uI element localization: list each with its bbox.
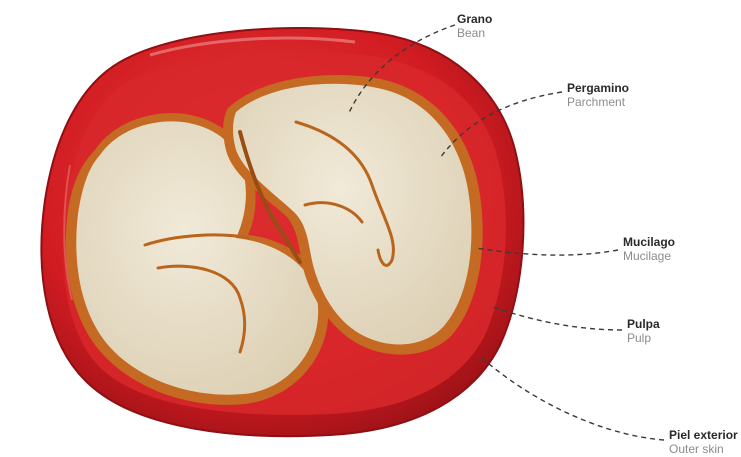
- label-pulpa: Pulpa Pulp: [627, 318, 660, 346]
- label-grano: Grano Bean: [457, 13, 492, 41]
- label-mucilago-es: Mucilago: [623, 236, 675, 250]
- label-pergamino-en: Parchment: [567, 96, 629, 110]
- label-piel-exterior-en: Outer skin: [669, 443, 738, 457]
- label-piel-exterior-es: Piel exterior: [669, 429, 738, 443]
- label-pulpa-en: Pulp: [627, 332, 660, 346]
- label-pulpa-es: Pulpa: [627, 318, 660, 332]
- label-grano-en: Bean: [457, 27, 492, 41]
- label-pergamino: Pergamino Parchment: [567, 82, 629, 110]
- label-piel-exterior: Piel exterior Outer skin: [669, 429, 738, 457]
- label-mucilago: Mucilago Mucilage: [623, 236, 675, 264]
- leader-line-piel: [482, 358, 664, 440]
- label-pergamino-es: Pergamino: [567, 82, 629, 96]
- label-grano-es: Grano: [457, 13, 492, 27]
- label-mucilago-en: Mucilage: [623, 250, 675, 264]
